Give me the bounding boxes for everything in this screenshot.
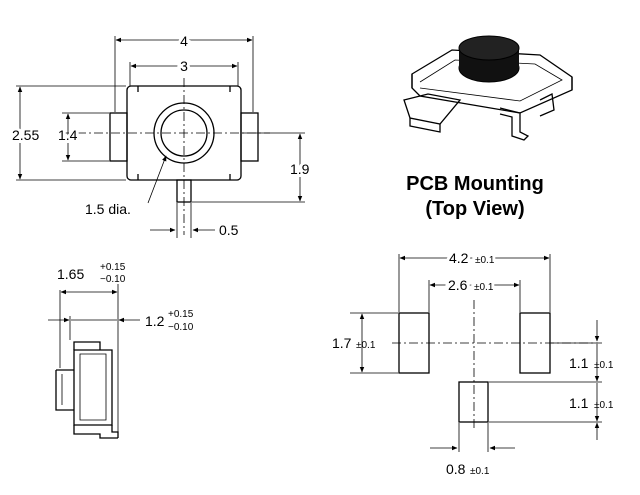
- dim-height-body-tol-minus: −0.10: [168, 322, 194, 333]
- dim-height-body-tol-plus: +0.15: [168, 309, 194, 320]
- dim-height-body: 1.2: [145, 313, 165, 329]
- dim-span-outer-tol: ±0.1: [475, 255, 495, 266]
- pcb-title-line1: PCB Mounting: [406, 173, 544, 195]
- dim-offset: 1.9: [290, 161, 310, 177]
- dim-pad-height: 1.7: [332, 335, 352, 351]
- pad-bottom: [458, 381, 489, 423]
- side-view: 1.65 +0.15 −0.10 1.2 +0.15 −0.10: [48, 262, 194, 439]
- dim-gap-upper: 1.1: [569, 355, 589, 371]
- left-terminal: [109, 112, 128, 162]
- dim-width-outer: 4: [180, 33, 188, 49]
- dim-pad-width-tol: ±0.1: [470, 466, 490, 477]
- top-view: 4 3 2.55 1.4 1.9 1.5 dia. 0.5: [9, 30, 313, 238]
- dim-gap-upper-tol: ±0.1: [594, 360, 614, 371]
- right-terminal: [240, 112, 259, 162]
- dim-span-outer: 4.2: [449, 250, 469, 266]
- pcb-title-line2: (Top View): [425, 198, 524, 220]
- dim-gap-lower-tol: ±0.1: [594, 400, 614, 411]
- dim-height-total: 1.65: [57, 266, 84, 282]
- dim-height-total-tol-plus: +0.15: [100, 262, 126, 273]
- dim-width-inner: 3: [180, 58, 188, 74]
- dim-height-total-tol-minus: −0.10: [100, 274, 126, 285]
- dim-height-inner: 1.4: [58, 127, 78, 143]
- dim-actuator-diameter: 1.5 dia.: [85, 201, 131, 217]
- actuator-inner-circle: [160, 109, 208, 157]
- dim-pin-width: 0.5: [219, 222, 239, 238]
- isometric-view: [403, 35, 573, 141]
- dim-height-outer: 2.55: [12, 127, 39, 143]
- dim-pad-width: 0.8: [446, 461, 466, 477]
- dim-gap-lower: 1.1: [569, 395, 589, 411]
- dim-span-inner: 2.6: [448, 277, 468, 293]
- dim-pad-height-tol: ±0.1: [356, 340, 376, 351]
- dim-span-inner-tol: ±0.1: [474, 282, 494, 293]
- pcb-footprint: 4.2 ±0.1 2.6 ±0.1 1.7 ±0.1 1.1 ±0.1 1.1 …: [329, 247, 614, 477]
